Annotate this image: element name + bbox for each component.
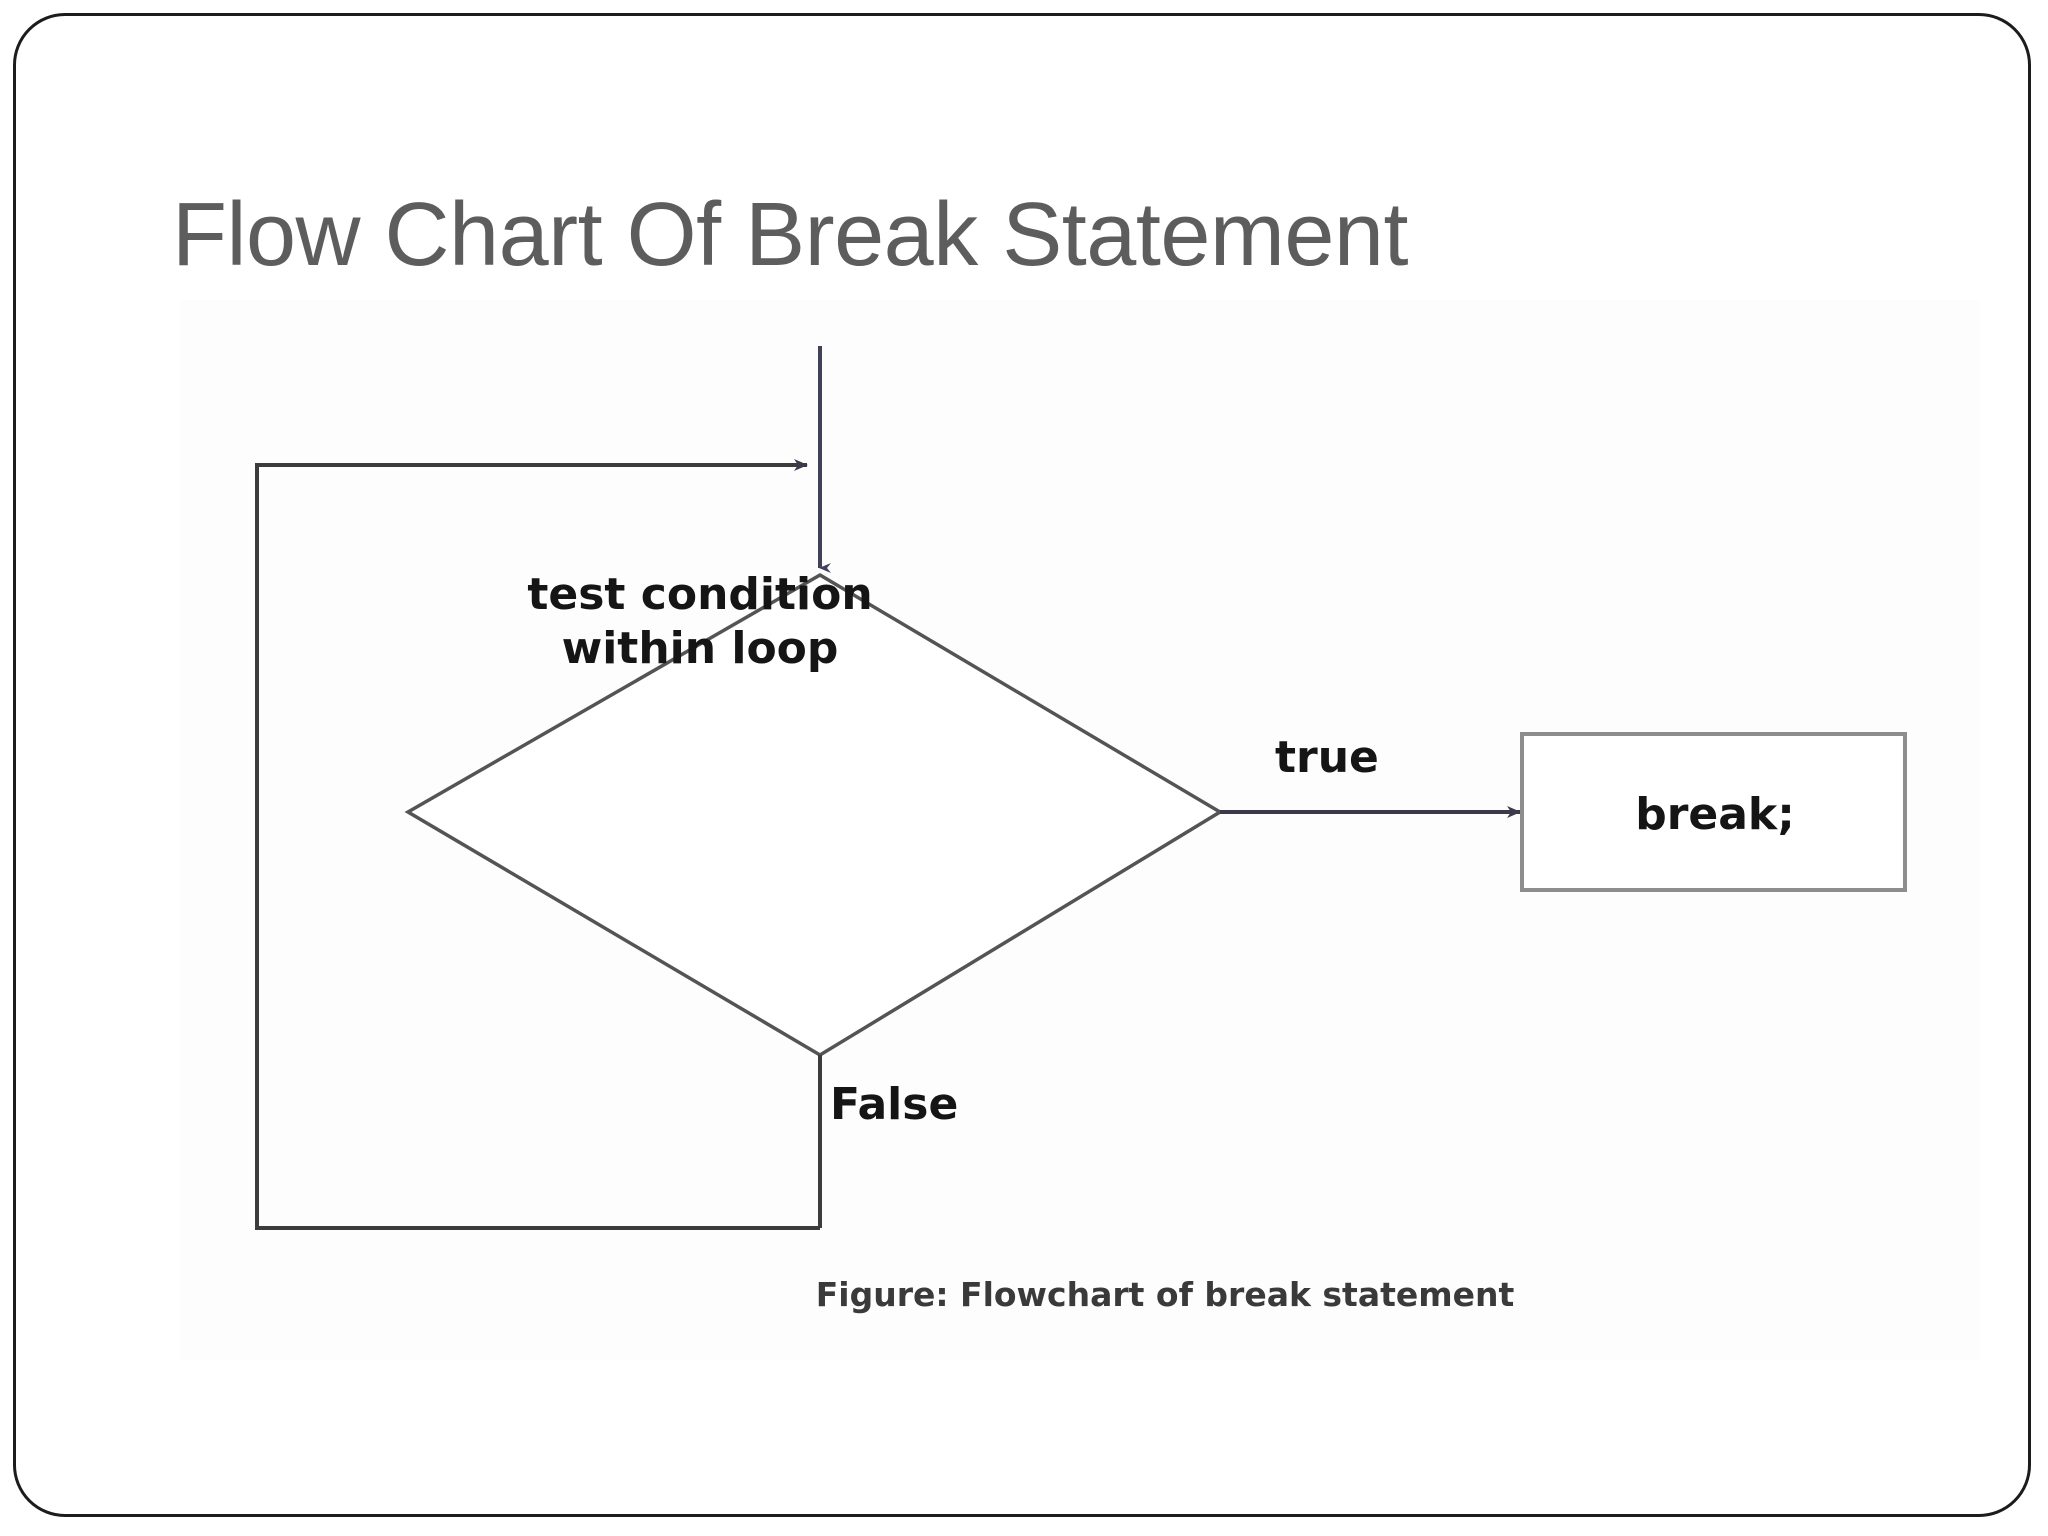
figure-caption: Figure: Flowchart of break statement: [815, 1275, 1515, 1314]
flowchart-graphic: [180, 300, 1980, 1360]
decision-node-label: test condition within loop: [410, 568, 990, 675]
break-node-label: break;: [1635, 789, 1795, 840]
edge-label-true: true: [1275, 732, 1379, 783]
flowchart-figure: test condition within loop true False br…: [180, 300, 1980, 1360]
page-title: Flow Chart Of Break Statement: [172, 185, 1408, 286]
decision-label-line1: test condition: [527, 569, 873, 620]
decision-label-line2: within loop: [561, 622, 839, 674]
edge-label-false: False: [830, 1079, 959, 1130]
edge-loopback: [255, 459, 820, 1230]
break-box: [1520, 732, 1907, 892]
